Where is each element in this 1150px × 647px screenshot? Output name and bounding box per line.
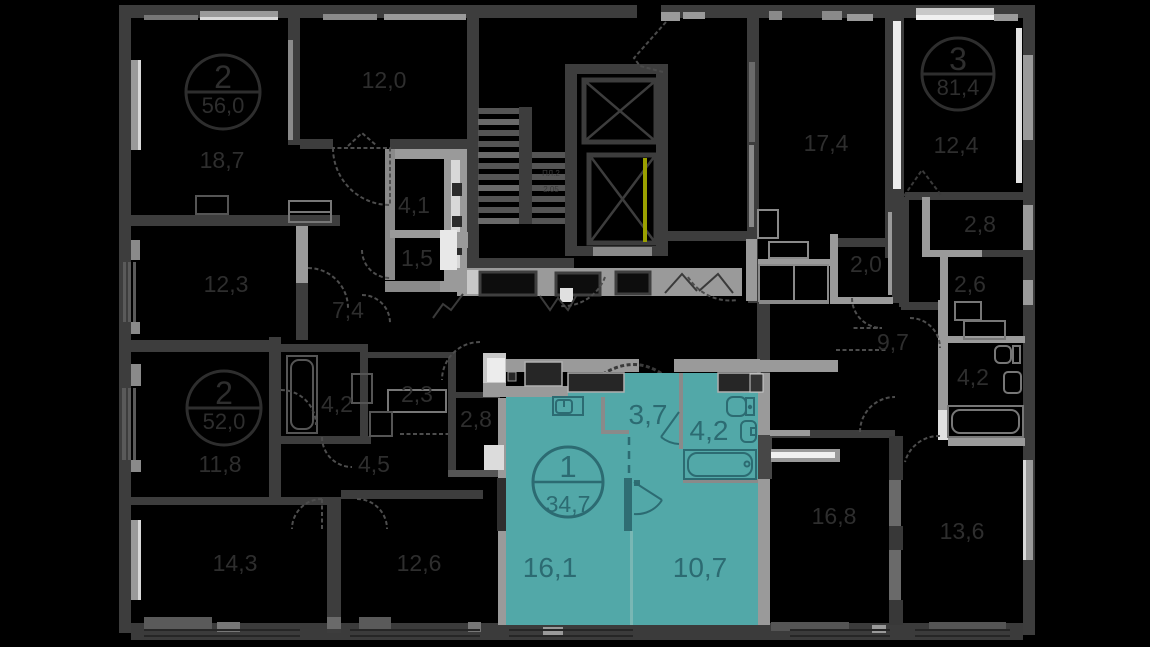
svg-text:4,5: 4,5: [358, 451, 390, 477]
svg-text:14,3: 14,3: [213, 550, 258, 576]
svg-text:1: 1: [559, 449, 576, 484]
svg-text:10,7: 10,7: [673, 552, 728, 583]
svg-text:2,8: 2,8: [964, 211, 996, 237]
svg-text:2,3: 2,3: [401, 381, 433, 407]
svg-text:1,5: 1,5: [401, 245, 433, 271]
svg-text:3: 3: [949, 41, 967, 77]
svg-text:9,7: 9,7: [877, 329, 909, 355]
svg-text:4,2: 4,2: [957, 364, 989, 390]
svg-text:12,6: 12,6: [397, 550, 442, 576]
svg-text:2: 2: [214, 59, 232, 95]
svg-text:2.05: 2.05: [543, 185, 559, 194]
svg-text:4,1: 4,1: [398, 192, 430, 218]
svg-text:2,6: 2,6: [954, 271, 986, 297]
svg-text:12,3: 12,3: [204, 271, 249, 297]
svg-text:56,0: 56,0: [202, 93, 245, 118]
svg-text:12,0: 12,0: [362, 67, 407, 93]
svg-text:7,4: 7,4: [332, 297, 364, 323]
svg-text:2: 2: [215, 375, 233, 411]
svg-text:13,6: 13,6: [940, 518, 985, 544]
svg-text:4,2: 4,2: [321, 391, 353, 417]
svg-text:81,4: 81,4: [937, 75, 980, 100]
svg-text:ПЛ.2: ПЛ.2: [542, 169, 560, 178]
svg-text:2,0: 2,0: [850, 251, 882, 277]
svg-text:34,7: 34,7: [546, 491, 591, 517]
svg-text:3,7: 3,7: [629, 399, 668, 430]
svg-text:2,8: 2,8: [460, 406, 492, 432]
svg-text:52,0: 52,0: [203, 409, 246, 434]
svg-text:16,1: 16,1: [523, 552, 578, 583]
svg-text:12,4: 12,4: [934, 132, 979, 158]
svg-text:11,8: 11,8: [198, 451, 241, 477]
svg-text:18,7: 18,7: [200, 147, 245, 173]
svg-text:17,4: 17,4: [804, 130, 849, 156]
svg-text:4,2: 4,2: [690, 415, 729, 446]
svg-text:16,8: 16,8: [812, 503, 857, 529]
